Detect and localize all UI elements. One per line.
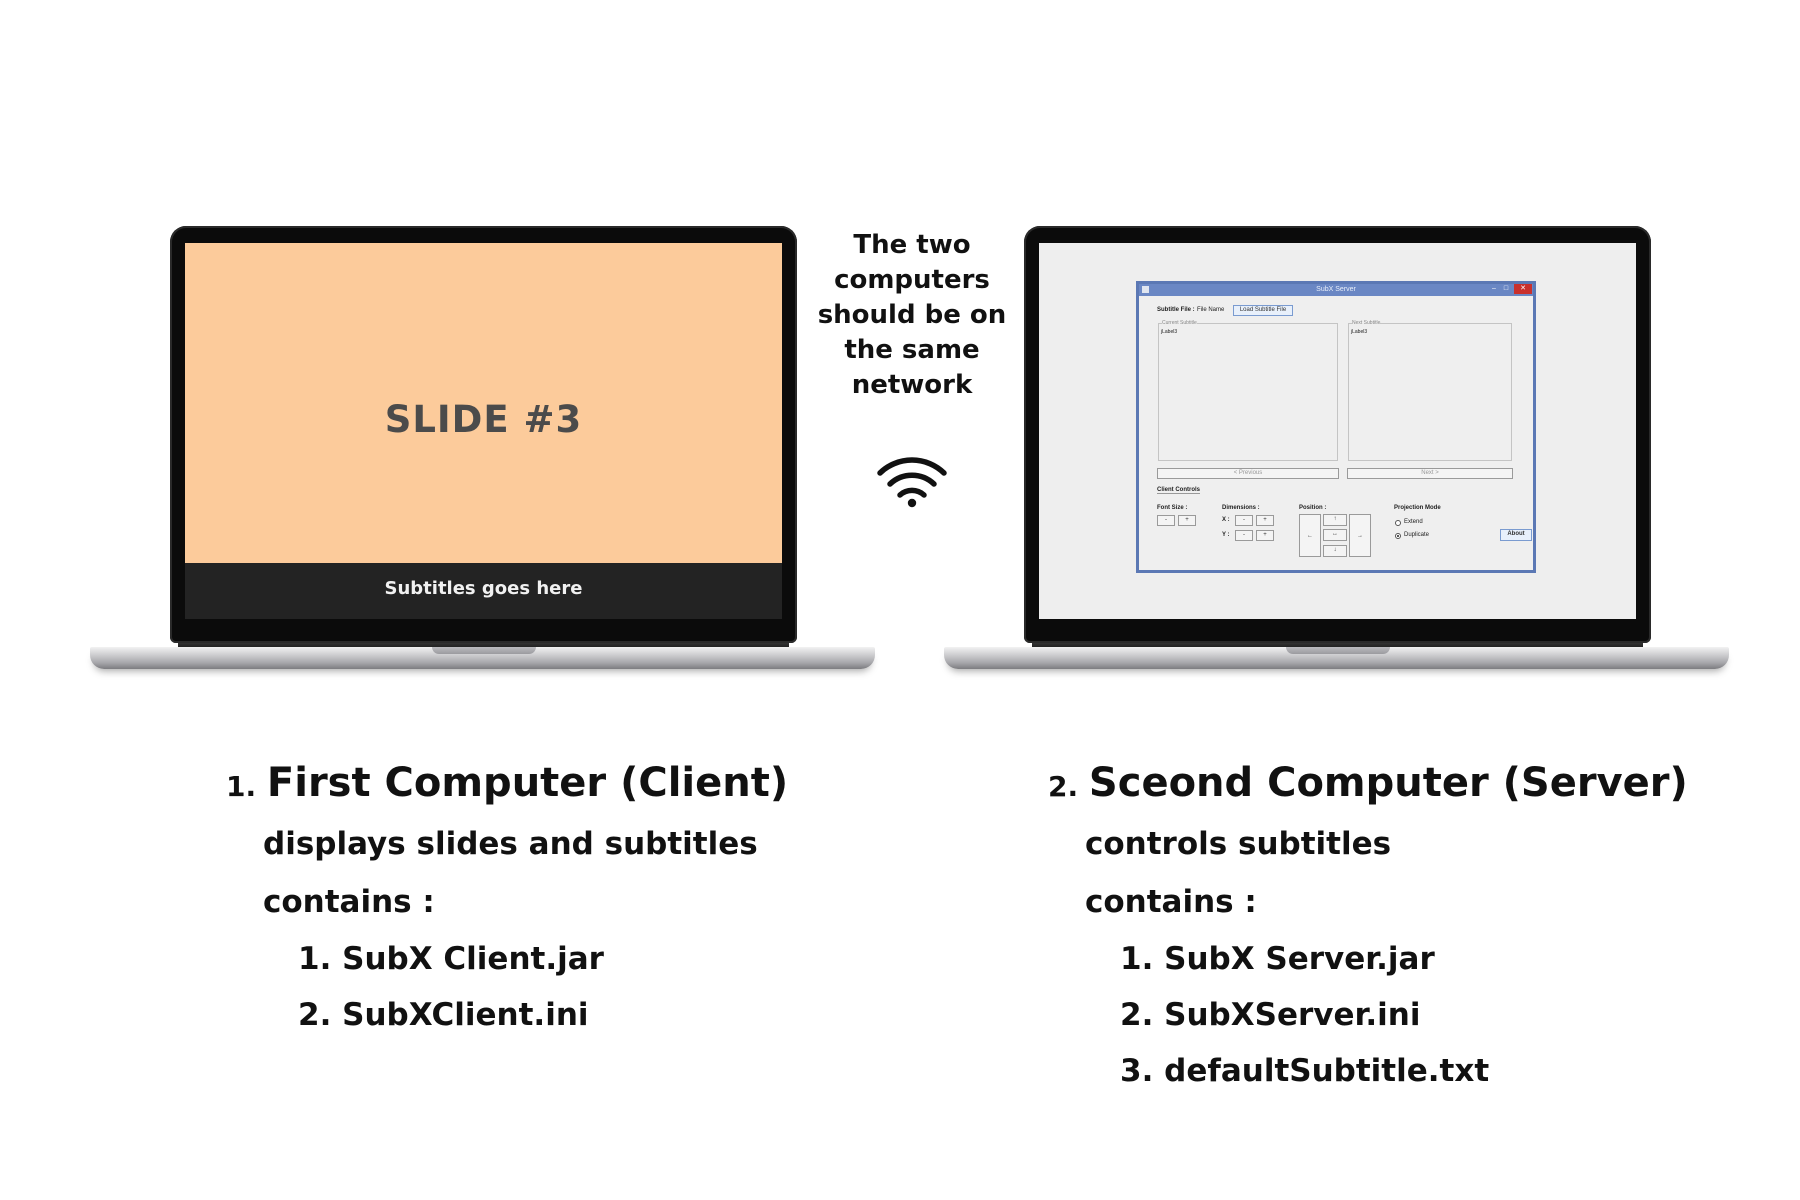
wifi-icon	[877, 457, 947, 508]
window-title: SubX Server	[1316, 286, 1356, 293]
extend-radio[interactable]	[1395, 520, 1401, 526]
app-icon	[1142, 286, 1149, 293]
server-laptop-notch	[1286, 647, 1390, 654]
client-screen: SLIDE #3 Subtitles goes here	[185, 243, 782, 619]
dimension-y-minus-button[interactable]: -	[1235, 530, 1253, 541]
extend-label: Extend	[1404, 519, 1423, 525]
server-laptop-lid: SubX Server – □ ✕ Subtitle File : File N…	[1024, 226, 1651, 643]
next-subtitle-title: Next Subtitle	[1352, 320, 1381, 326]
network-note-line: The two	[853, 230, 971, 260]
server-heading-row: 2. Sceond Computer (Server)	[1048, 760, 1688, 806]
minimize-button[interactable]: –	[1492, 285, 1496, 292]
position-center-button[interactable]: ↔	[1323, 529, 1347, 541]
duplicate-radio[interactable]	[1395, 533, 1401, 539]
network-note: The two computers should be on the same …	[808, 228, 1016, 403]
current-subtitle-text: jLabel3	[1161, 329, 1178, 335]
next-subtitle-text: jLabel3	[1351, 329, 1368, 335]
client-heading-number: 1.	[226, 770, 257, 803]
client-file-item: 1. SubX Client.jar	[298, 941, 604, 977]
server-laptop-base	[944, 647, 1729, 669]
client-laptop-notch	[432, 647, 536, 654]
font-size-label: Font Size :	[1157, 505, 1188, 511]
dimensions-label: Dimensions :	[1222, 505, 1260, 511]
subtitle-file-label: Subtitle File :	[1157, 307, 1195, 313]
slide-title: SLIDE #3	[384, 398, 583, 441]
load-subtitle-button[interactable]: Load Subtitle File	[1233, 305, 1293, 316]
close-button[interactable]: ✕	[1514, 284, 1532, 294]
next-subtitle-panel: Next Subtitle jLabel3	[1348, 320, 1512, 461]
about-button[interactable]: About	[1500, 529, 1532, 541]
server-screen: SubX Server – □ ✕ Subtitle File : File N…	[1039, 243, 1636, 619]
server-file-item: 3. defaultSubtitle.txt	[1120, 1053, 1490, 1089]
client-laptop-lid: SLIDE #3 Subtitles goes here	[170, 226, 797, 643]
font-size-plus-button[interactable]: +	[1178, 515, 1196, 526]
network-note-line: network	[851, 370, 973, 400]
server-heading-number: 2.	[1048, 770, 1079, 803]
server-summary: controls subtitles	[1085, 826, 1392, 862]
file-name-label: File Name	[1197, 307, 1225, 313]
dimension-y-plus-button[interactable]: +	[1256, 530, 1274, 541]
current-subtitle-panel: Current Subtitle jLabel3	[1158, 320, 1338, 461]
position-right-button[interactable]: →	[1349, 514, 1371, 557]
server-contains-label: contains :	[1085, 884, 1257, 920]
server-desktop: SubX Server – □ ✕ Subtitle File : File N…	[1039, 243, 1636, 619]
network-note-line: computers	[834, 265, 990, 295]
client-contains-label: contains :	[263, 884, 435, 920]
subtitle-bar: Subtitles goes here	[185, 563, 782, 619]
previous-button[interactable]: < Previous	[1157, 468, 1339, 479]
dimension-x-plus-button[interactable]: +	[1256, 515, 1274, 526]
next-button[interactable]: Next >	[1347, 468, 1513, 479]
client-heading-row: 1. First Computer (Client)	[226, 760, 788, 806]
client-laptop-base	[90, 647, 875, 669]
client-controls-label: Client Controls	[1157, 487, 1200, 494]
network-note-line: should be on	[817, 300, 1007, 330]
dimension-x-minus-button[interactable]: -	[1235, 515, 1253, 526]
duplicate-label: Duplicate	[1404, 532, 1430, 538]
subx-server-window: SubX Server – □ ✕ Subtitle File : File N…	[1136, 281, 1536, 573]
client-summary: displays slides and subtitles	[263, 826, 758, 862]
slide-area: SLIDE #3	[185, 243, 782, 563]
position-down-button[interactable]: ↓	[1323, 545, 1347, 557]
dimension-y-label: Y :	[1222, 532, 1230, 538]
server-heading: Sceond Computer (Server)	[1088, 760, 1688, 806]
font-size-minus-button[interactable]: -	[1157, 515, 1175, 526]
current-subtitle-title: Current Subtitle	[1162, 320, 1197, 326]
dimension-x-label: X :	[1222, 517, 1230, 523]
server-file-item: 2. SubXServer.ini	[1120, 997, 1421, 1033]
maximize-button[interactable]: □	[1503, 285, 1509, 292]
position-label: Position :	[1299, 505, 1327, 511]
client-file-item: 2. SubXClient.ini	[298, 997, 589, 1033]
client-heading: First Computer (Client)	[266, 760, 789, 806]
projection-mode-label: Projection Mode	[1394, 505, 1441, 511]
network-note-line: the same	[844, 335, 980, 365]
position-left-button[interactable]: ←	[1299, 514, 1321, 557]
window-title-bar: SubX Server – □ ✕	[1139, 284, 1533, 296]
server-file-item: 1. SubX Server.jar	[1120, 941, 1435, 977]
position-up-button[interactable]: ↑	[1323, 514, 1347, 526]
